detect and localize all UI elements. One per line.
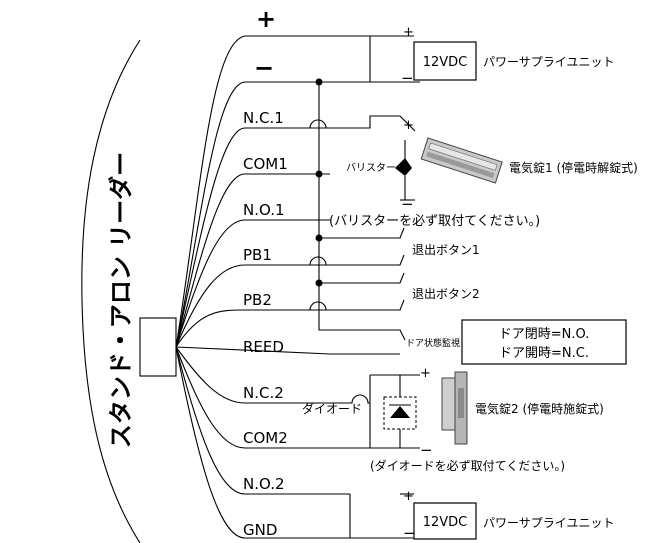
psu-bottom-plus: + xyxy=(403,489,414,504)
terminal-nc1: N.C.1 xyxy=(243,109,284,127)
psu-top: 12VDC + − パワーサプライユニット xyxy=(330,25,615,87)
terminal-pb2: PB2 xyxy=(243,291,272,309)
electric-strike-icon xyxy=(441,371,468,445)
terminal-no1: N.O.1 xyxy=(243,201,285,219)
lock1-minus: − xyxy=(401,195,414,213)
psu-top-minus: − xyxy=(401,69,414,87)
lock2-circuit: ダイオード + − 電気錠2 (停電時施錠式) (ダイオードを必ず取付てください… xyxy=(302,366,604,473)
psu-bottom-label: パワーサプライユニット xyxy=(483,516,615,530)
psu-top-label: パワーサプライユニット xyxy=(483,55,615,69)
terminal-nc2: N.C.2 xyxy=(243,384,284,402)
common-bus xyxy=(315,78,406,341)
exit-button1-label: 退出ボタン1 xyxy=(412,243,480,257)
terminal-minus: − xyxy=(254,54,274,82)
reader-title: スタンド・アロン リーダー xyxy=(107,152,135,448)
lock2-label: 電気錠2 (停電時施錠式) xyxy=(475,401,604,416)
lock1-note: (バリスターを必ず取付てください。) xyxy=(329,214,540,229)
lock2-note: (ダイオードを必ず取付てください。) xyxy=(370,458,565,473)
door-sensor: ドア状態監視 ドア閉時=N.O. ドア開時=N.C. xyxy=(330,319,627,365)
door-sensor-label: ドア状態監視 xyxy=(406,337,460,349)
exit-button2-label: 退出ボタン2 xyxy=(412,287,480,301)
terminal-no2: N.O.2 xyxy=(243,475,285,493)
varistor-label: バリスター xyxy=(346,162,396,174)
diode-icon xyxy=(390,406,410,418)
reader-connector xyxy=(139,317,177,377)
terminal-plus: + xyxy=(256,5,276,33)
lock2-plus: + xyxy=(420,366,431,381)
terminal-pb1: PB1 xyxy=(243,246,272,264)
psu-top-plus: + xyxy=(403,25,414,40)
terminal-com2: COM2 xyxy=(243,429,288,447)
lock1-plus: + xyxy=(403,118,414,133)
terminal-gnd: GND xyxy=(243,521,277,539)
lock2-minus: − xyxy=(420,441,433,459)
terminal-com1: COM1 xyxy=(243,155,288,173)
psu-bottom-box: 12VDC xyxy=(423,515,468,530)
door-open-note: ドア開時=N.C. xyxy=(499,346,589,361)
wire-fan xyxy=(175,35,420,539)
reader-outline xyxy=(81,39,141,543)
lock1-circuit: + − バリスター 電気錠1 (停電時解錠式) (バリスターを必ず取付てください… xyxy=(309,115,638,229)
door-closed-note: ドア閉時=N.O. xyxy=(499,327,590,342)
psu-bottom-minus: − xyxy=(403,524,416,542)
diode-label: ダイオード xyxy=(302,401,362,416)
terminal-reed: REED xyxy=(243,338,284,356)
psu-bottom: 12VDC + − パワーサプライユニット xyxy=(330,489,615,542)
exit-buttons: 退出ボタン1 退出ボタン2 xyxy=(309,227,480,311)
magnetic-lock-icon xyxy=(420,137,503,184)
lock1-label: 電気錠1 (停電時解錠式) xyxy=(509,160,638,175)
psu-top-box: 12VDC xyxy=(423,55,468,70)
